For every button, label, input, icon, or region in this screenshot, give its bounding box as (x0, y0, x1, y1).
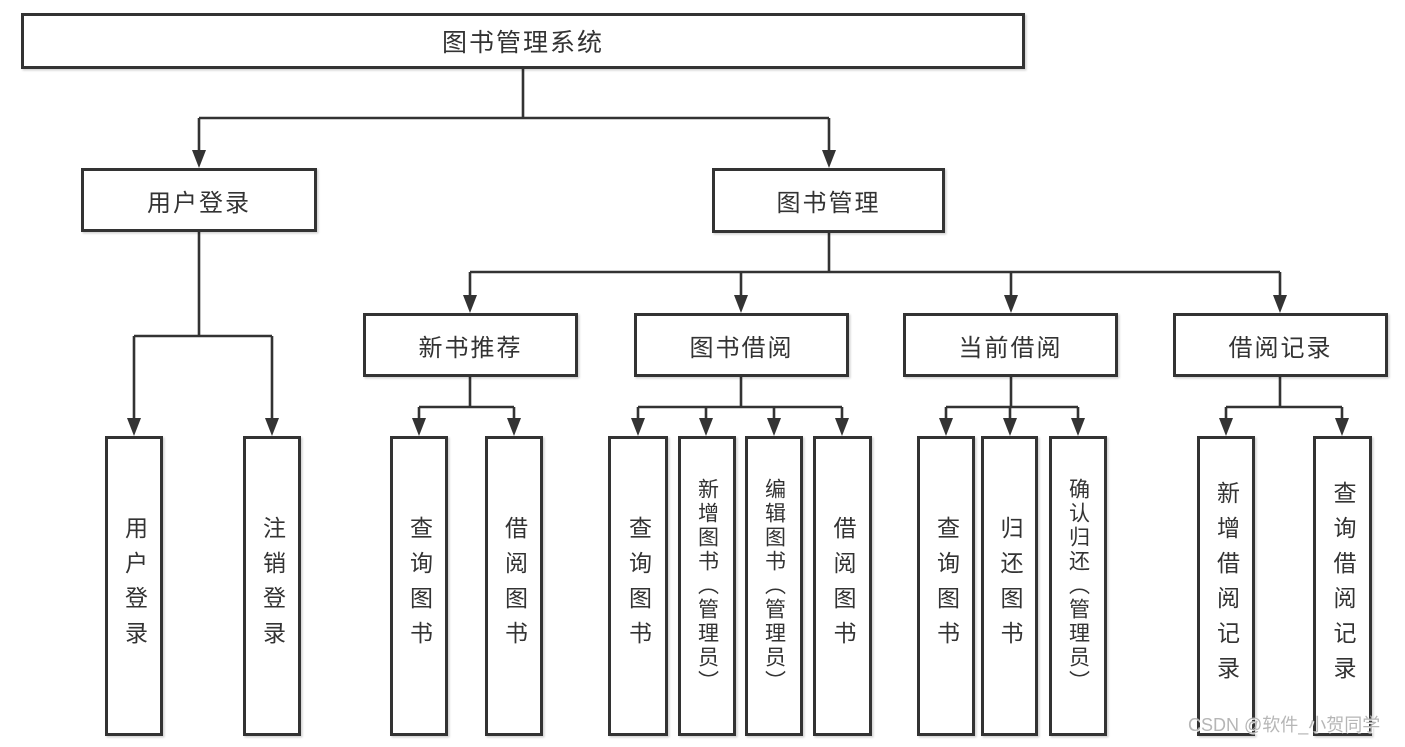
node-current-borrow: 当前借阅 (903, 313, 1118, 377)
leaf-br-add-record: 新增借阅记录 (1197, 436, 1255, 736)
node-book-borrow: 图书借阅 (634, 313, 849, 377)
node-user-login: 用户登录 (81, 168, 317, 232)
leaf-nbr-query-books: 查询图书 (390, 436, 448, 736)
leaf-bb-add-books-admin: 新增图书（管理员） (678, 436, 736, 736)
leaf-bb-borrow-books: 借阅图书 (813, 436, 872, 736)
leaf-user-login: 用户登录 (105, 436, 163, 736)
node-borrow-records: 借阅记录 (1173, 313, 1388, 377)
leaf-bb-edit-books-admin: 编辑图书（管理员） (745, 436, 803, 736)
node-book-management: 图书管理 (712, 168, 945, 233)
leaf-logout: 注销登录 (243, 436, 301, 736)
leaf-cb-query-books: 查询图书 (917, 436, 975, 736)
node-new-book-recommend: 新书推荐 (363, 313, 578, 377)
watermark: CSDN @软件_小贺同学 (1188, 715, 1381, 735)
connector-lines (132, 69, 1344, 421)
arrowheads (127, 150, 1349, 436)
node-library-management-system: 图书管理系统 (21, 13, 1025, 69)
leaf-cb-return-books: 归还图书 (981, 436, 1038, 736)
leaf-br-query-record: 查询借阅记录 (1313, 436, 1372, 736)
leaf-nbr-borrow-books: 借阅图书 (485, 436, 543, 736)
leaf-bb-query-books: 查询图书 (608, 436, 668, 736)
leaf-cb-confirm-return-admin: 确认归还（管理员） (1049, 436, 1107, 736)
